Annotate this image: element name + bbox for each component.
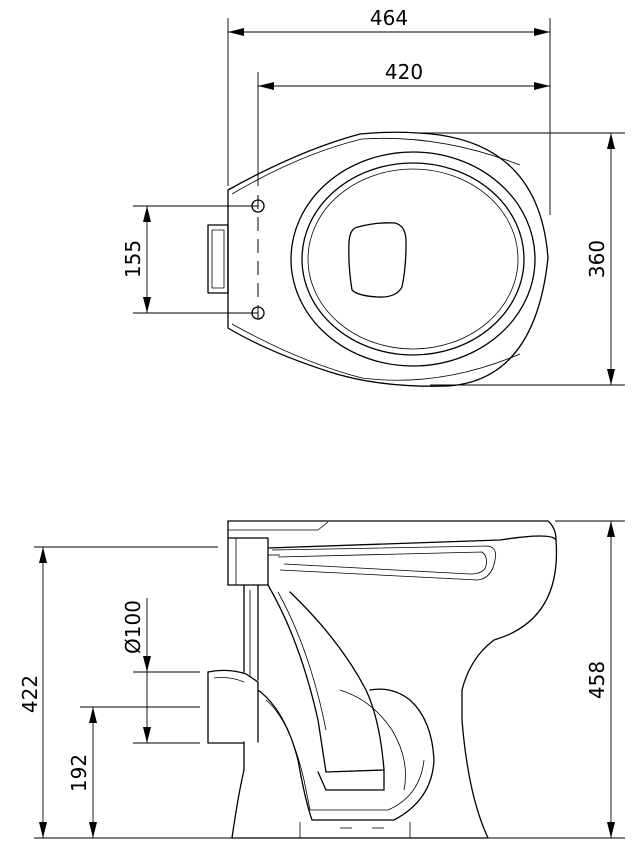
dimension-fixing-holes: 155 xyxy=(121,205,258,314)
dimension-width: 360 xyxy=(420,132,625,386)
dimension-outlet-diameter: Ø100 xyxy=(121,598,200,744)
toilet-plan-outline xyxy=(207,131,549,387)
dimension-label-192: 192 xyxy=(67,754,91,792)
dimension-bowl-length: 420 xyxy=(257,60,550,186)
dimension-label-458: 458 xyxy=(585,661,609,699)
dimension-label-422: 422 xyxy=(18,675,42,713)
dimension-label-diameter-100: Ø100 xyxy=(121,600,145,654)
dimension-label-360: 360 xyxy=(585,240,609,278)
dimension-outlet-height: 422 xyxy=(18,546,232,839)
top-view: 464 420 360 155 xyxy=(121,6,625,387)
dimension-outlet-center: 192 xyxy=(67,706,200,838)
dimension-total-height: 458 xyxy=(488,520,625,839)
toilet-side-outline xyxy=(207,520,558,839)
dimension-overall-length: 464 xyxy=(227,6,551,215)
dimension-label-464: 464 xyxy=(370,6,408,30)
dimension-label-155: 155 xyxy=(121,240,145,278)
side-view: 458 422 192 Ø100 xyxy=(18,520,625,839)
dimension-label-420: 420 xyxy=(385,60,423,84)
